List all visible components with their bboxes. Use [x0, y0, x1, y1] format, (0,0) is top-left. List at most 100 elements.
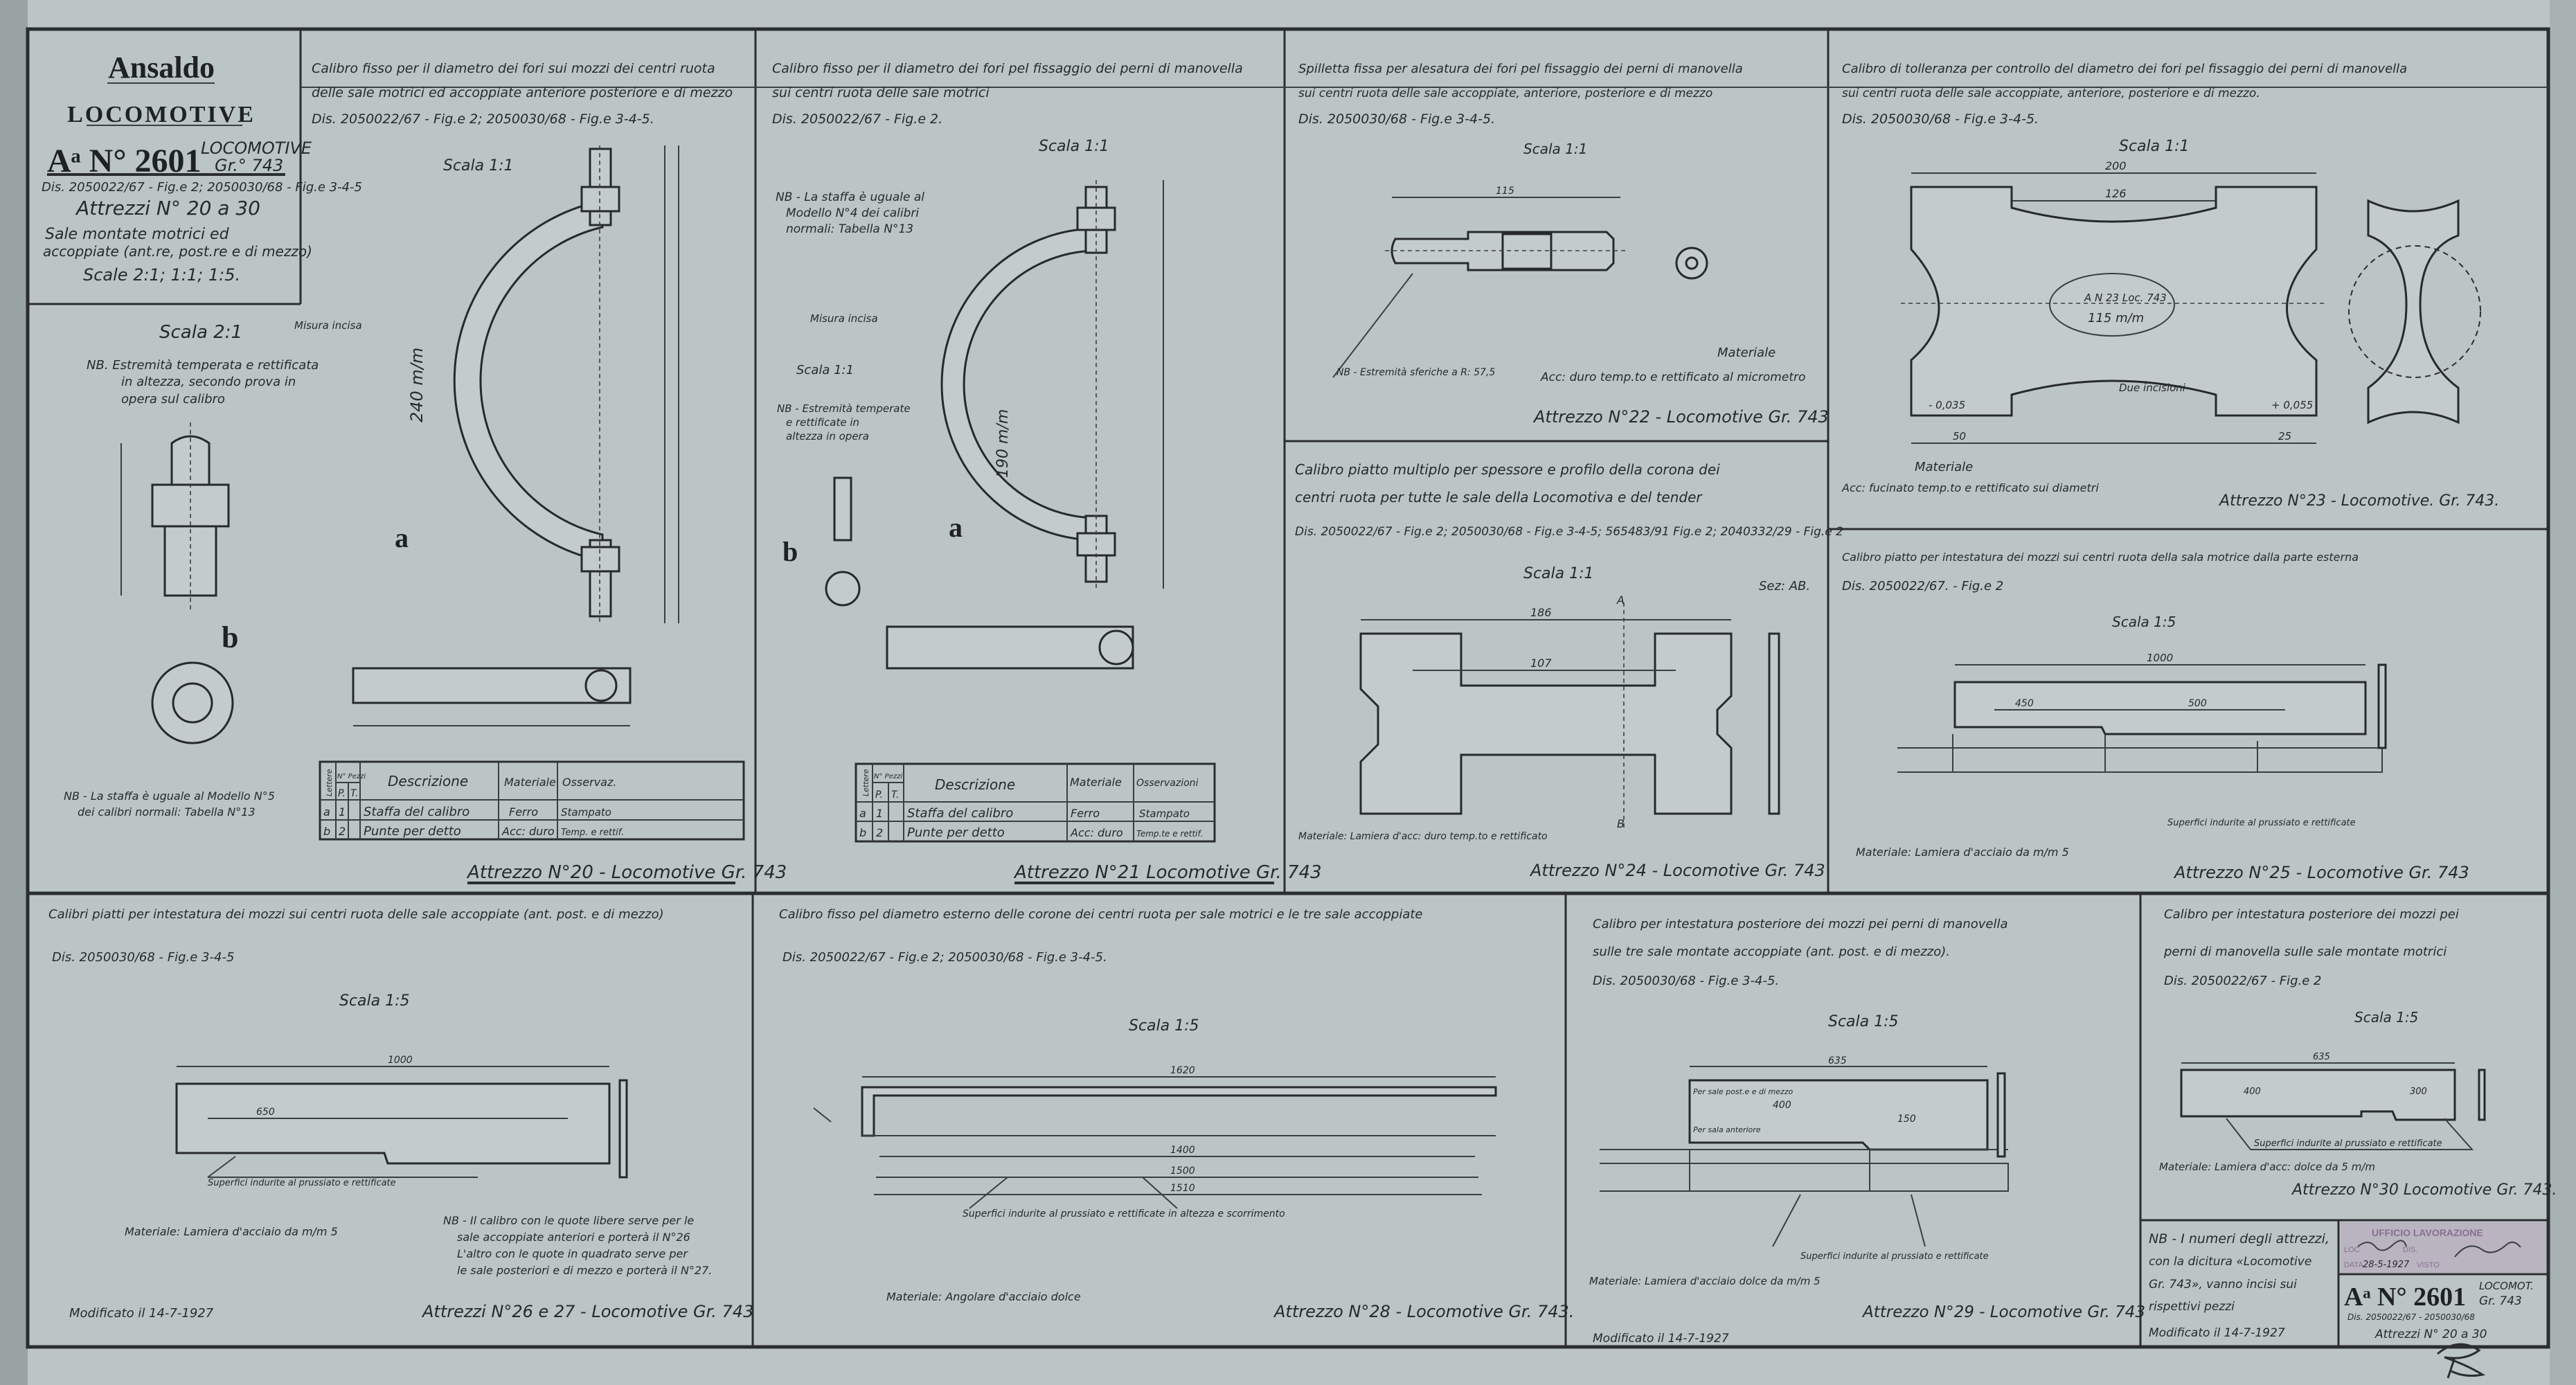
p20-th-mat: Materiale [504, 776, 556, 789]
p26-dim-a: 650 [256, 1107, 275, 1118]
p30-material: Materiale: Lamiera d'acc: dolce da 5 m/m [2159, 1161, 2375, 1173]
left-nb-line-2: in altezza, secondo prova in [121, 375, 296, 389]
cell-descrizione: Staffa del calibro [907, 806, 1013, 821]
p28-header-1: Calibro fisso pel diametro esterno delle… [779, 907, 1422, 922]
p25-dis: Dis. 2050022/67. - Fig.e 2 [1842, 579, 2003, 593]
footer-loco: LOCOMOT. [2479, 1280, 2534, 1292]
panel-attrezzo-21: Calibro fisso per il diametro dei fori p… [772, 61, 1322, 884]
p22-header-2: sui centri ruota delle sale accoppiate, … [1298, 87, 1712, 100]
p23-dis: Dis. 2050030/68 - Fig.e 3-4-5. [1842, 111, 2039, 127]
table-row: b 2 Punte per detto Acc: duro Temp. e re… [323, 824, 624, 839]
p21-nb-3: normali: Tabella N°13 [786, 222, 913, 236]
p28-gauge-drawing [813, 1076, 1497, 1209]
p22-label: Attrezzo N°22 - Locomotive Gr. 743 [1532, 407, 1829, 427]
p25-dim-b: 500 [2188, 698, 2207, 709]
p23-scale: Scala 1:1 [2119, 138, 2190, 155]
p24-section-b: B [1617, 817, 1625, 830]
p20-dis: Dis. 2050022/67 - Fig.e 2; 2050030/68 - … [312, 111, 654, 127]
p26-label: Attrezzi N°26 e 27 - Locomotive Gr. 743 [421, 1302, 753, 1321]
p29-header-1: Calibro per intestatura posteriore dei m… [1593, 917, 2008, 931]
cell-materiale: Acc: duro [1070, 826, 1123, 839]
p21-dim-main: 190 m/m [994, 409, 1012, 478]
title-block: Ansaldo LOCOMOTIVE Aᵃ N° 2601 LOCOMOTIVE… [42, 51, 362, 285]
cell-pezzi: 1 [339, 805, 346, 819]
left-nb-line-1: NB. Estremità temperata e rettificata [87, 358, 319, 373]
cell-osservazioni: Stampato [561, 806, 611, 819]
p23-dim-left: 50 [1953, 430, 1966, 443]
panel-attrezzo-23: Calibro di tolleranza per controllo del … [1841, 62, 2499, 510]
cell-osservazioni: Stampato [1139, 807, 1190, 820]
p21-th-t: T. [891, 789, 899, 801]
p25-header-1: Calibro piatto per intestatura dei mozzi… [1842, 551, 2359, 564]
p23-dim-inner: 126 [2105, 187, 2127, 200]
cell-descrizione: Punte per detto [907, 825, 1005, 840]
p25-scale: Scala 1:5 [2112, 614, 2176, 630]
panel-attrezzo-24: Calibro piatto multiplo per spessore e p… [1295, 461, 1843, 880]
left-margin-strip [0, 0, 28, 1385]
p21-part-b: b [782, 536, 798, 567]
p29-dim-a: 400 [1773, 1100, 1791, 1111]
p26-scale: Scala 1:5 [339, 992, 410, 1010]
panel-dividers [28, 29, 2548, 1347]
p20-th-p: P. [338, 788, 346, 799]
p26-material: Materiale: Lamiera d'acciaio da m/m 5 [125, 1225, 338, 1238]
footer-title-block: Aᵃ N° 2601 LOCOMOT. Gr. 743 Dis. 2050022… [2344, 1280, 2534, 1341]
p29-header-2: sulle tre sale montate accoppiate (ant. … [1593, 945, 1950, 959]
p28-material: Materiale: Angolare d'acciaio dolce [886, 1290, 1081, 1303]
p23-tol-plus: + 0,055 [2271, 399, 2313, 411]
p29-note-2: Per sala anteriore [1693, 1125, 1761, 1134]
p23-engraving-2: 115 m/m [2088, 311, 2144, 325]
p21-nb2-1: NB - Estremità temperate [777, 402, 911, 415]
title-group: Gr.° 743 [215, 156, 283, 175]
p24-gauge-drawing [1359, 602, 1780, 831]
footer-dis: Dis. 2050022/67 - 2050030/68 [2347, 1312, 2475, 1322]
p21-nb2-3: altezza in opera [786, 430, 869, 443]
p21-th-mat: Materiale [1070, 776, 1122, 789]
p26-modified: Modificato il 14-7-1927 [69, 1306, 214, 1321]
p26-surfaces: Superfici indurite al prussiato e rettif… [208, 1178, 396, 1188]
p21-th-pezzi: N° Pezzi [874, 773, 902, 780]
title-dis-ref: Dis. 2050022/67 - Fig.e 2; 2050030/68 - … [42, 180, 362, 195]
p21-header-1: Calibro fisso per il diametro dei fori p… [772, 61, 1243, 76]
p22-material: Acc: duro temp.to e rettificato al micro… [1540, 370, 1805, 384]
cell-materiale: Acc: duro [501, 825, 555, 838]
p21-parts-table: Lettere N° Pezzi P. T. Descrizione Mater… [855, 762, 1216, 843]
p21-misura-incisa: Misura incisa [810, 312, 878, 325]
p28-dis: Dis. 2050022/67 - Fig.e 2; 2050030/68 - … [782, 950, 1107, 965]
p28-scale: Scala 1:5 [1129, 1017, 1199, 1035]
cell-osservazioni: Temp. e rettif. [561, 828, 624, 838]
p20-th-lettere: Lettere [325, 769, 334, 796]
p28-dim-total: 1620 [1170, 1065, 1195, 1076]
cell-lettera: a [323, 805, 330, 819]
p29-note-1: Per sale post.e e di mezzo [1693, 1087, 1794, 1096]
p30-surfaces: Superfici indurite al prussiato e rettif… [2254, 1138, 2442, 1149]
p29-modified: Modificato il 14-7-1927 [1593, 1332, 1729, 1346]
p28-dim-b: 1500 [1170, 1165, 1195, 1177]
p30-header-2: perni di manovella sulle sale montate mo… [2163, 945, 2447, 959]
cell-pezzi: 2 [339, 825, 346, 838]
p23-header-1: Calibro di tolleranza per controllo del … [1842, 62, 2407, 76]
p25-dim-total: 1000 [2147, 652, 2173, 664]
p23-engraving-1: A N 23 Loc. 743 [2084, 292, 2167, 304]
table-row: a 1 Staffa del calibro Ferro Stampato [323, 805, 611, 819]
title-loco-label: LOCOMOTIVE [201, 138, 312, 158]
footer-nb-4: rispettivi pezzi [2149, 1300, 2235, 1314]
stamp-data-label: DATA [2344, 1261, 2363, 1269]
p24-header-2: centri ruota per tutte le sale della Loc… [1295, 489, 1703, 506]
p29-gauge-drawing [1600, 1066, 2009, 1247]
panel-attrezzi-26-27: Calibri piatti per intestatura dei mozzi… [48, 907, 753, 1321]
p29-label: Attrezzo N°29 - Locomotive Gr. 743 [1861, 1303, 2145, 1321]
sheet-frame [26, 27, 2550, 1349]
stamp-visto: VISTO [2417, 1261, 2440, 1269]
title-scales: Scale 2:1; 1:1; 1:5. [83, 265, 240, 285]
p29-material: Materiale: Lamiera d'acciaio dolce da m/… [1589, 1275, 1821, 1287]
cell-descrizione: Staffa del calibro [364, 805, 469, 819]
p26-dis: Dis. 2050030/68 - Fig.e 3-4-5 [52, 950, 234, 965]
p24-scale: Scala 1:1 [1523, 565, 1594, 582]
p22-dis: Dis. 2050030/68 - Fig.e 3-4-5. [1298, 111, 1495, 127]
p25-surfaces: Superfici indurite al prussiato e rettif… [2167, 818, 2356, 828]
cell-materiale: Ferro [1071, 807, 1100, 820]
stamp-office: UFFICIO LAVORAZIONE [2372, 1227, 2483, 1238]
cell-lettera: b [859, 826, 866, 839]
p29-dim-b: 150 [1897, 1114, 1916, 1125]
